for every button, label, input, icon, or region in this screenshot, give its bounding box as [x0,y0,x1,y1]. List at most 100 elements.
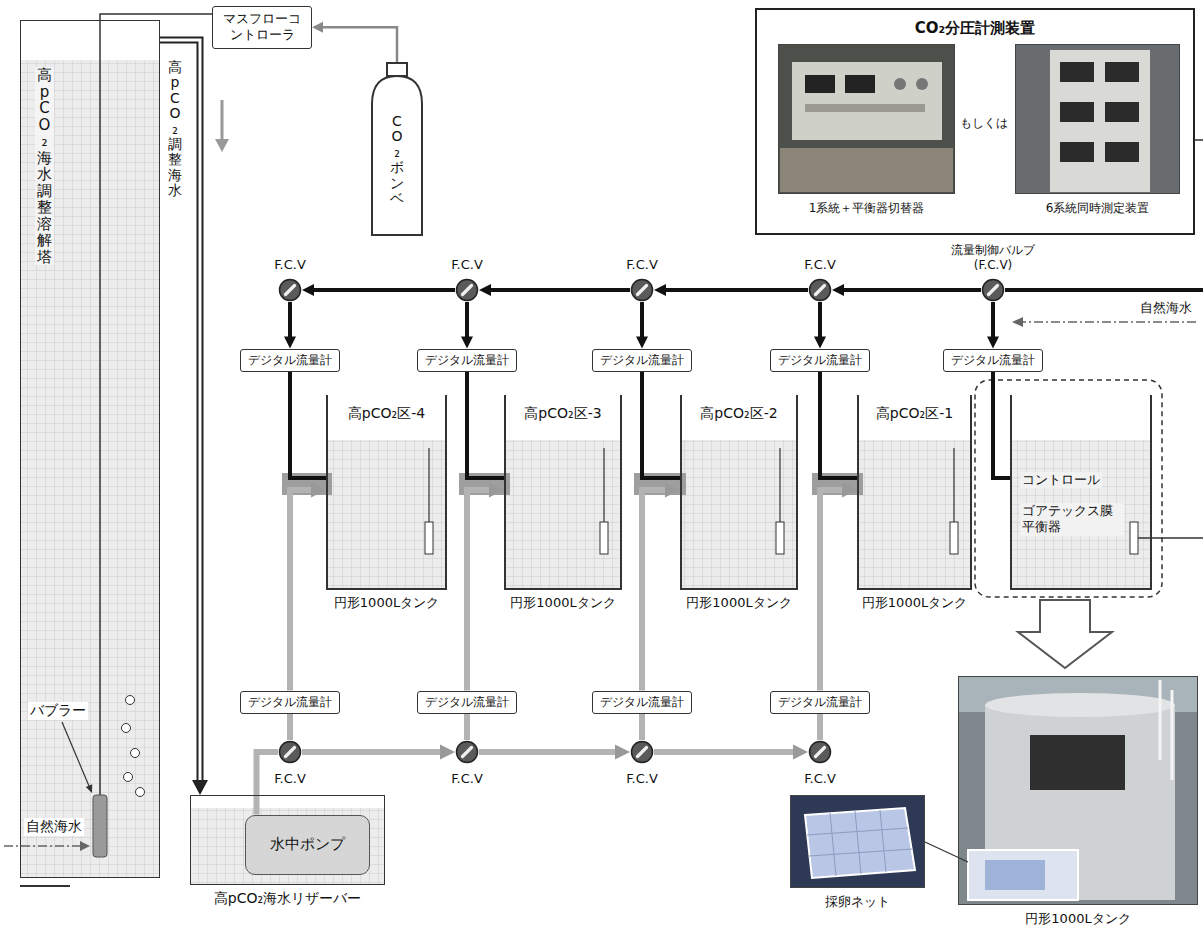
tank-water [506,440,620,588]
digital-flowmeter: デジタル流量計 [770,691,870,714]
valve-symbol [455,278,479,302]
device-screen [1105,62,1139,82]
text-holder: F.C.V [804,768,836,787]
valve-symbol [455,740,479,764]
pipe-line [642,372,680,479]
valve-symbol [630,278,654,302]
node-text: F.C.V [451,771,483,787]
node-text: 高pCO₂海水リザーバー [214,890,361,908]
text-holder: F.C.V [626,768,658,787]
arrowhead [832,284,844,296]
flow-control-valve: F.C.V [278,740,302,764]
text-holder: CO₂分圧計測装置 [757,18,1193,38]
flow-control-valve: F.C.V [808,278,832,302]
flow-control-valve: F.C.V [455,278,479,302]
node-text: 高pCO₂区-1 [876,405,953,423]
seawater-inflow-arrow [1023,321,1196,323]
node-text: デジタル流量計 [600,353,684,368]
text-holder: F.C.V [451,254,483,273]
valve-symbol [278,278,302,302]
pipe-connector [993,372,1010,479]
valve-body [810,280,831,301]
node-text: 高pCO₂海水調整溶解塔 [35,67,54,265]
node-text: F.C.V [804,771,836,787]
tank-water [682,440,796,588]
node-text: 円形1000Lタンク [686,595,791,611]
text-holder: 円形1000Lタンク [862,592,967,611]
digital-flowmeter: デジタル流量計 [417,691,517,714]
node-text: 円形1000Lタンク [334,595,439,611]
tank-window [1030,735,1125,790]
flow-control-valve: F.C.V [808,740,832,764]
pipe-connector [987,302,999,349]
node-text: 採卵ネット [825,894,890,910]
node-text: デジタル流量計 [425,353,509,368]
text-holder: 円形1000Lタンク [510,592,615,611]
pipe-connector [312,22,397,62]
bubble [131,749,140,758]
arrowhead [192,780,208,795]
digital-flowmeter: デジタル流量計 [770,349,870,372]
pipe-line [665,288,809,292]
pipe-line [843,288,982,292]
leader-line [62,722,89,786]
node-text: 高pCO₂区-4 [348,405,425,423]
valve-slot [816,748,825,757]
valve-body [457,280,478,301]
pipe-line [465,302,469,338]
equilibrator-symbol [425,522,433,554]
node-text: デジタル流量計 [600,695,684,710]
equilibrator-line [953,448,954,522]
node-text: デジタル流量計 [425,695,509,710]
pipe-line [991,302,995,338]
pipe-connector [290,483,326,691]
photo-sky [958,676,1198,712]
arrowhead [793,745,808,760]
digital-flowmeter: デジタル流量計 [592,349,692,372]
flow-control-valve: F.C.V [630,740,654,764]
valve-slot [989,286,998,295]
text-holder: F.C.V [804,254,836,273]
equilibrator-line [603,448,604,522]
pipe-line [479,749,617,755]
device-screen [1060,62,1094,82]
text-holder: 円形1000Lタンク [686,592,791,611]
inlet-bar [812,473,863,495]
pipe-connector [467,483,504,691]
node-text: 6系統同時測定装置 [1046,201,1150,216]
inset-net [985,860,1045,890]
device-knob [916,78,928,90]
text-holder: 1系統＋平衡器切替器 [809,197,925,216]
text-holder: 高pCO₂区-1 [859,403,970,423]
valve-body [810,742,831,763]
pipe-line [820,490,844,691]
dissolution-tower: 高pCO₂海水調整溶解塔 [20,20,160,878]
inlet-bar [282,473,332,495]
pipe-connector [461,302,473,349]
net-mesh [807,810,912,876]
tower-water [21,60,159,877]
text-holder: 円形1000Lタンク [1025,908,1130,927]
seawater-pipe [1005,288,1203,292]
pipe-line [817,714,823,741]
pipe-line [290,372,326,479]
node-text: 水中ポンプ [270,835,345,854]
rearing-tank: 高pCO₂区-4円形1000Lタンク [326,395,447,590]
device-screen [1105,102,1139,122]
leader-arrowhead [86,784,92,793]
valve-body [632,280,653,301]
device-screen [1060,142,1094,162]
pipe-line [818,302,822,338]
pipe-connector [642,483,680,691]
text-holder: F.C.V [451,768,483,787]
reservoir-water [191,808,384,884]
arrowhead [615,745,630,760]
pipe-line [654,749,795,755]
node-text: 高pCO₂区-2 [700,405,777,423]
pipe-line [160,40,200,782]
equilibrator-line [779,448,780,522]
pipe-connector [479,284,630,296]
seawater-inflow-arrow [4,845,80,847]
device-screen [1060,102,1094,122]
arrowhead [665,483,680,498]
